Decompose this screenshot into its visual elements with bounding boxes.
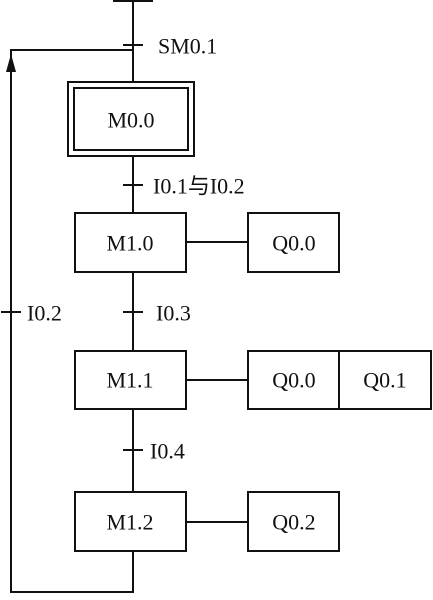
- action-m1-1-q0-0: [247, 350, 340, 410]
- step-m1-0-label: M1.0: [106, 231, 153, 256]
- loop-arrow-icon: [6, 54, 16, 72]
- action-m1-0-q0-0: [247, 212, 340, 273]
- transition-label-sm0-1: SM0.1: [158, 34, 217, 59]
- transition-label-i0-3: I0.3: [156, 301, 191, 326]
- step-m1-2-label: M1.2: [106, 510, 153, 535]
- initial-step-label: M0.0: [107, 108, 154, 133]
- action-m1-0-q0-0-label: Q0.0: [272, 231, 315, 256]
- step-m1-1-label: M1.1: [106, 368, 153, 393]
- action-m1-1-q0-1: [338, 350, 432, 410]
- action-m1-2-q0-2: [247, 491, 340, 552]
- action-m1-2-q0-2-label: Q0.2: [272, 510, 315, 535]
- transition-label-loop-i0-2: I0.2: [27, 301, 62, 326]
- action-m1-1-q0-1-label: Q0.1: [363, 368, 406, 393]
- transition-label-i0-4: I0.4: [150, 439, 185, 464]
- initial-step-inner: [73, 87, 189, 151]
- step-m1-0: [74, 212, 187, 273]
- action-m1-1-q0-0-label: Q0.0: [272, 368, 315, 393]
- transition-label-i0-1: I0.1与I0.2: [153, 174, 245, 199]
- loop-back-line: [10, 49, 134, 593]
